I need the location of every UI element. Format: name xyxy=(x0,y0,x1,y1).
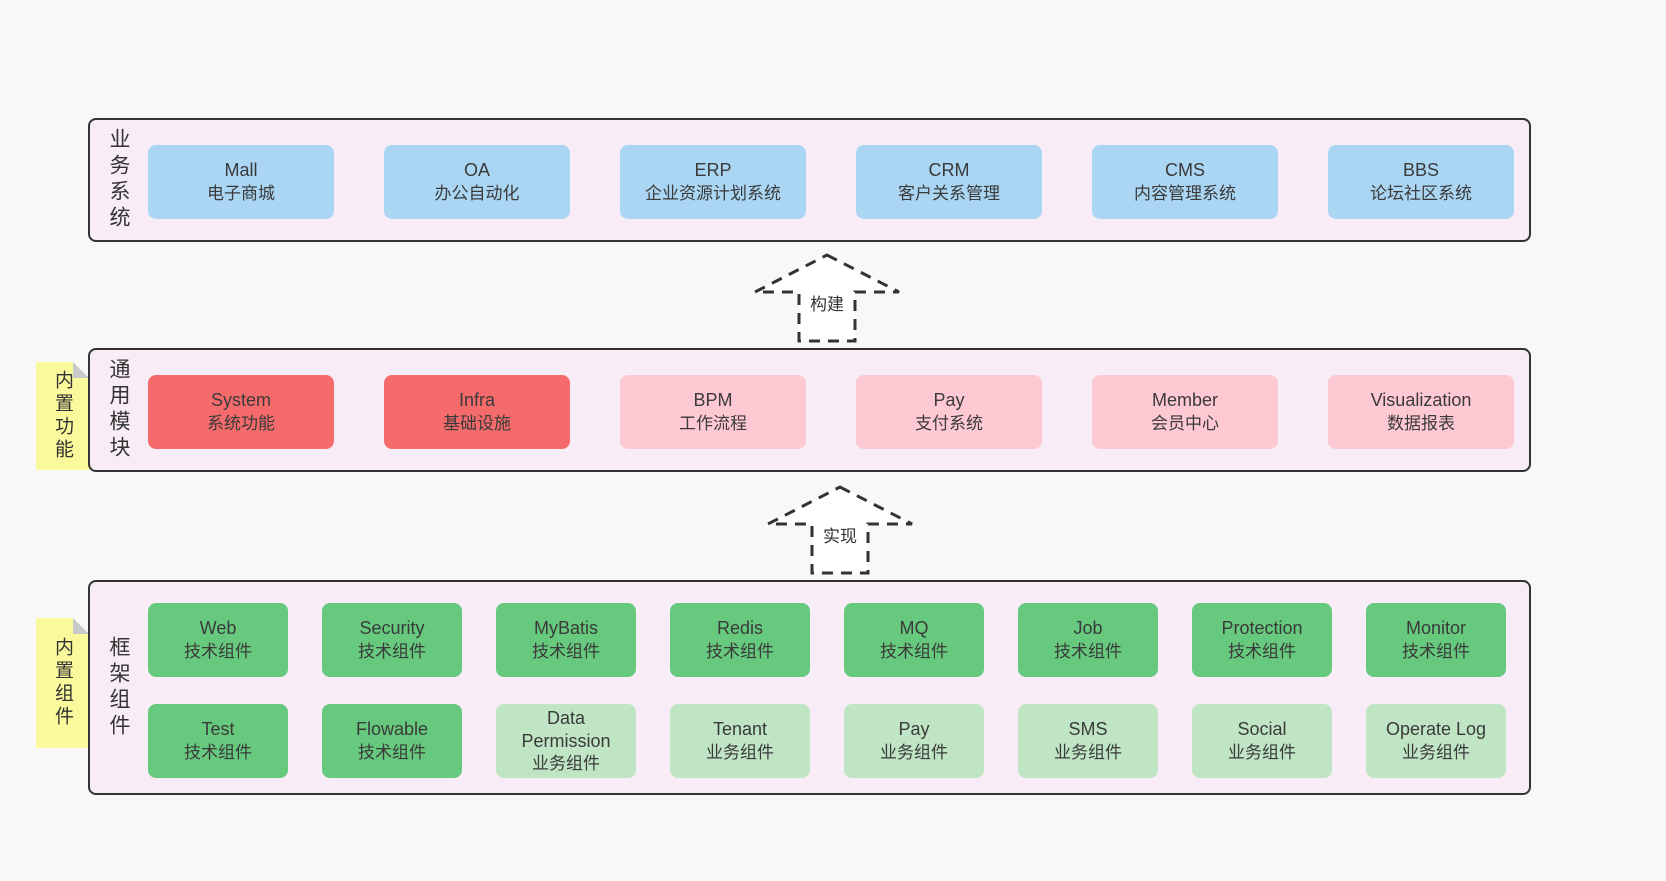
box-subtitle: 客户关系管理 xyxy=(898,183,1000,203)
box-title: Monitor xyxy=(1405,618,1467,639)
box-title: Visualization xyxy=(1370,390,1472,411)
box-subtitle: 数据报表 xyxy=(1387,413,1455,433)
box-crm: CRM 客户关系管理 xyxy=(856,145,1042,219)
box-pay-component: Pay 业务组件 xyxy=(844,704,984,778)
box-subtitle: 工作流程 xyxy=(679,413,747,433)
box-subtitle: 业务组件 xyxy=(706,742,774,762)
box-subtitle: 技术组件 xyxy=(184,641,252,661)
note-builtin-components: 内置组件 xyxy=(36,618,89,748)
folded-corner-icon xyxy=(73,618,89,634)
box-subtitle: 业务组件 xyxy=(1402,742,1470,762)
box-subtitle: 内容管理系统 xyxy=(1134,183,1236,203)
framework-components-label: 框架组件 xyxy=(107,635,130,740)
box-member: Member 会员中心 xyxy=(1092,375,1278,449)
box-title: MyBatis xyxy=(533,618,598,639)
box-bbs: BBS 论坛社区系统 xyxy=(1328,145,1514,219)
box-subtitle: 系统功能 xyxy=(207,413,275,433)
box-title: Member xyxy=(1151,390,1218,411)
box-title: Infra xyxy=(458,390,496,411)
box-subtitle: 支付系统 xyxy=(915,413,983,433)
box-subtitle: 技术组件 xyxy=(706,641,774,661)
arrow-build-label: 构建 xyxy=(807,290,847,315)
box-title: MQ xyxy=(899,618,929,639)
box-subtitle: 业务组件 xyxy=(532,754,600,774)
box-subtitle: 企业资源计划系统 xyxy=(645,183,781,203)
box-subtitle: 技术组件 xyxy=(1054,641,1122,661)
note-builtin-features: 内置功能 xyxy=(36,362,89,470)
box-subtitle: 论坛社区系统 xyxy=(1370,183,1472,203)
common-modules-label: 通用模块 xyxy=(107,358,130,462)
box-title: ERP xyxy=(694,160,732,181)
box-subtitle: 技术组件 xyxy=(184,742,252,762)
box-infra: Infra 基础设施 xyxy=(384,375,570,449)
box-subtitle: 基础设施 xyxy=(443,413,511,433)
box-redis: Redis 技术组件 xyxy=(670,603,810,677)
box-job: Job 技术组件 xyxy=(1018,603,1158,677)
box-monitor: Monitor 技术组件 xyxy=(1366,603,1506,677)
box-title: BPM xyxy=(693,390,733,411)
box-title: Data Permission xyxy=(521,707,611,751)
box-title: Job xyxy=(1073,618,1103,639)
box-protection: Protection 技术组件 xyxy=(1192,603,1332,677)
box-title: Test xyxy=(201,719,235,740)
box-title: System xyxy=(210,390,271,411)
box-pay-system: Pay 支付系统 xyxy=(856,375,1042,449)
box-title: CRM xyxy=(928,160,970,181)
box-title: CMS xyxy=(1165,160,1205,181)
box-title: Social xyxy=(1237,719,1287,740)
box-flowable: Flowable 技术组件 xyxy=(322,704,462,778)
box-subtitle: 技术组件 xyxy=(1402,641,1470,661)
box-mall: Mall 电子商城 xyxy=(148,145,334,219)
box-security: Security 技术组件 xyxy=(322,603,462,677)
box-oa: OA 办公自动化 xyxy=(384,145,570,219)
panel-framework-components: 框架组件 Web 技术组件 Security 技术组件 MyBatis 技术组件… xyxy=(88,580,1531,795)
arrow-implement: 实现 xyxy=(765,484,915,576)
box-title: OA xyxy=(463,160,490,181)
box-bpm: BPM 工作流程 xyxy=(620,375,806,449)
box-title: Flowable xyxy=(355,719,429,740)
arrow-build: 构建 xyxy=(752,252,902,344)
box-title: Mall xyxy=(224,160,258,181)
box-subtitle: 技术组件 xyxy=(1228,641,1296,661)
box-title: SMS xyxy=(1068,719,1108,740)
box-mybatis: MyBatis 技术组件 xyxy=(496,603,636,677)
box-subtitle: 技术组件 xyxy=(358,742,426,762)
arrow-implement-label: 实现 xyxy=(820,522,860,547)
box-title: Protection xyxy=(1221,618,1303,639)
box-title: Pay xyxy=(898,719,930,740)
box-subtitle: 技术组件 xyxy=(532,641,600,661)
box-subtitle: 业务组件 xyxy=(880,742,948,762)
box-web: Web 技术组件 xyxy=(148,603,288,677)
box-subtitle: 会员中心 xyxy=(1151,413,1219,433)
folded-corner-icon xyxy=(73,362,89,378)
panel-business-systems: 业务系统 Mall 电子商城 OA 办公自动化 ERP 企业资源计划系统 CRM… xyxy=(88,118,1531,242)
box-test: Test 技术组件 xyxy=(148,704,288,778)
box-system: System 系统功能 xyxy=(148,375,334,449)
box-subtitle: 办公自动化 xyxy=(434,183,520,203)
business-systems-label: 业务系统 xyxy=(107,128,130,232)
box-title: Operate Log xyxy=(1385,719,1487,740)
box-title: Pay xyxy=(933,390,965,411)
box-subtitle: 技术组件 xyxy=(358,641,426,661)
box-subtitle: 技术组件 xyxy=(880,641,948,661)
panel-common-modules: 通用模块 System 系统功能 Infra 基础设施 BPM 工作流程 Pay… xyxy=(88,348,1531,472)
box-subtitle: 业务组件 xyxy=(1054,742,1122,762)
box-mq: MQ 技术组件 xyxy=(844,603,984,677)
box-title: Security xyxy=(359,618,425,639)
box-title: Redis xyxy=(716,618,764,639)
box-title: Tenant xyxy=(712,719,768,740)
box-subtitle: 业务组件 xyxy=(1228,742,1296,762)
box-data-permission: Data Permission 业务组件 xyxy=(496,704,636,778)
box-sms: SMS 业务组件 xyxy=(1018,704,1158,778)
box-title: BBS xyxy=(1402,160,1440,181)
box-erp: ERP 企业资源计划系统 xyxy=(620,145,806,219)
box-subtitle: 电子商城 xyxy=(207,183,275,203)
box-operate-log: Operate Log 业务组件 xyxy=(1366,704,1506,778)
box-cms: CMS 内容管理系统 xyxy=(1092,145,1278,219)
box-tenant: Tenant 业务组件 xyxy=(670,704,810,778)
box-visualization: Visualization 数据报表 xyxy=(1328,375,1514,449)
box-title: Web xyxy=(199,618,237,639)
box-social: Social 业务组件 xyxy=(1192,704,1332,778)
